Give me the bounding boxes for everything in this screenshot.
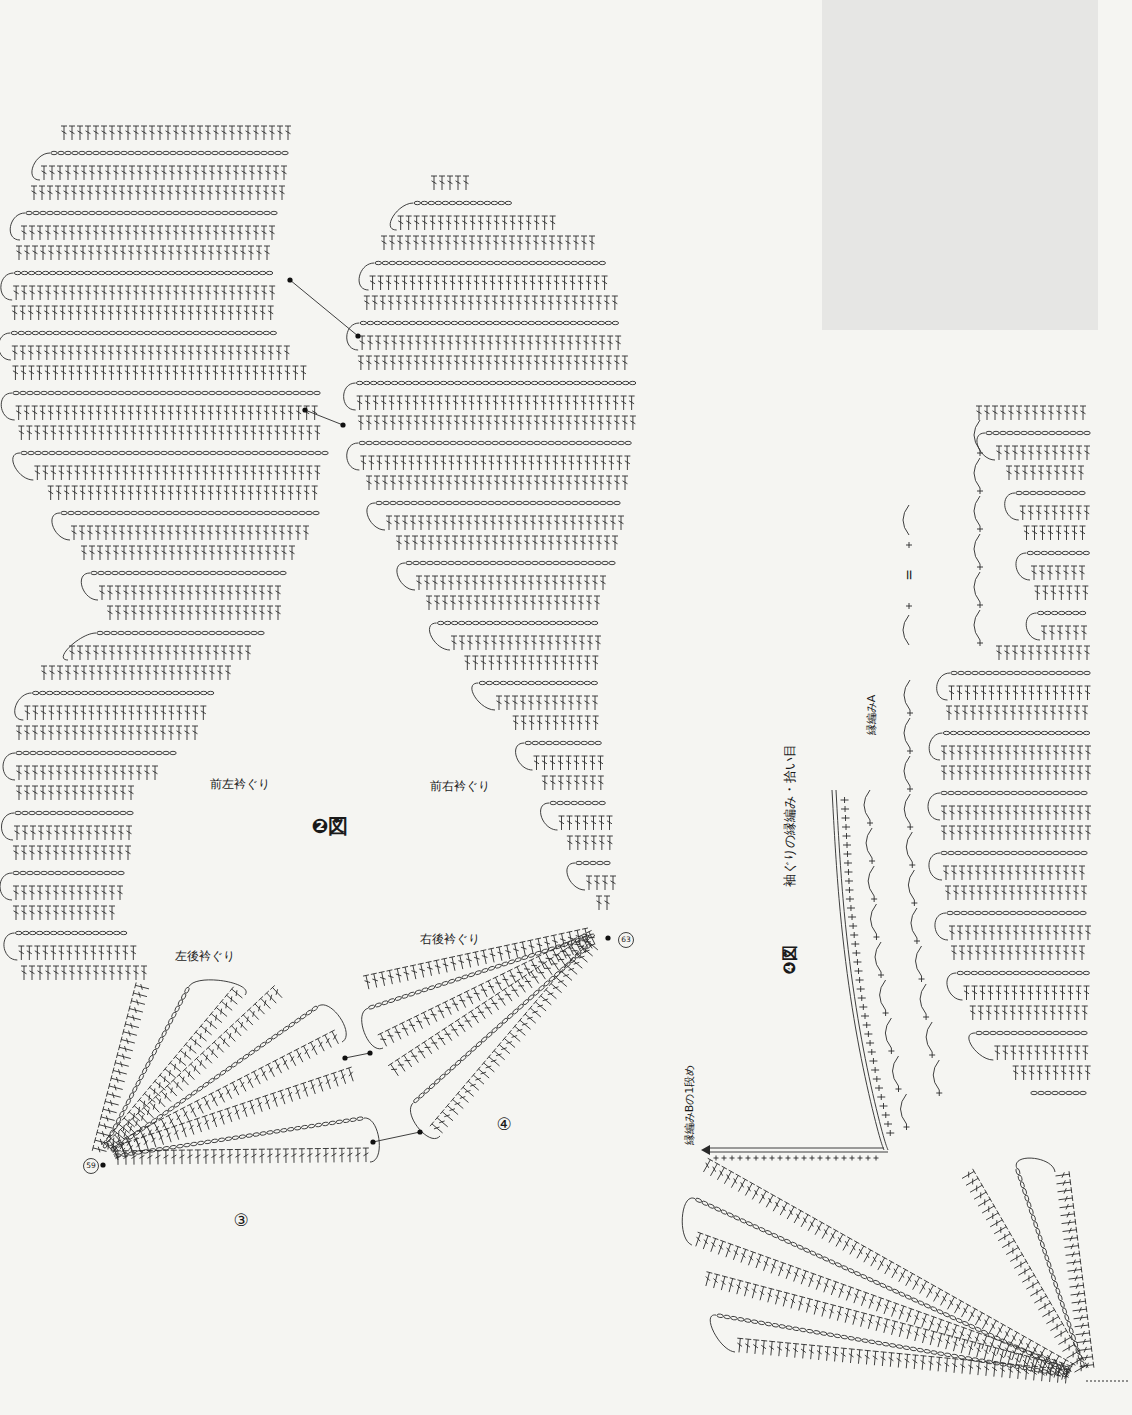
leader-lines	[100, 277, 610, 1167]
arrow-head	[701, 1145, 710, 1155]
number-ring	[619, 933, 634, 948]
piece-name: 左後衿ぐり	[173, 950, 237, 964]
piece-name: 前左衿ぐり	[208, 778, 272, 792]
symbol-equals: =	[901, 567, 917, 583]
piece-name: 右後衿ぐり	[418, 933, 482, 947]
callout-number: ④	[494, 1115, 513, 1135]
number-ring	[84, 1159, 99, 1174]
scan-shade	[822, 0, 1098, 330]
stitch-symbols	[0, 126, 1094, 1383]
edging-name: 縁編みA	[866, 693, 879, 738]
stitch-count: 59	[86, 1162, 96, 1171]
piece-name: 前右衿ぐり	[428, 780, 492, 794]
figure-number: ❷図	[310, 815, 351, 838]
callout-number: ③	[231, 1211, 250, 1231]
stitch-count: 63	[621, 936, 631, 945]
figure-title: 袖ぐりの縁編み・拾い目	[783, 742, 798, 889]
figure-number: ❹図	[781, 943, 799, 977]
dotted-line	[1086, 1381, 1130, 1382]
edging-name: 縁編みBの1段め	[684, 1063, 697, 1148]
